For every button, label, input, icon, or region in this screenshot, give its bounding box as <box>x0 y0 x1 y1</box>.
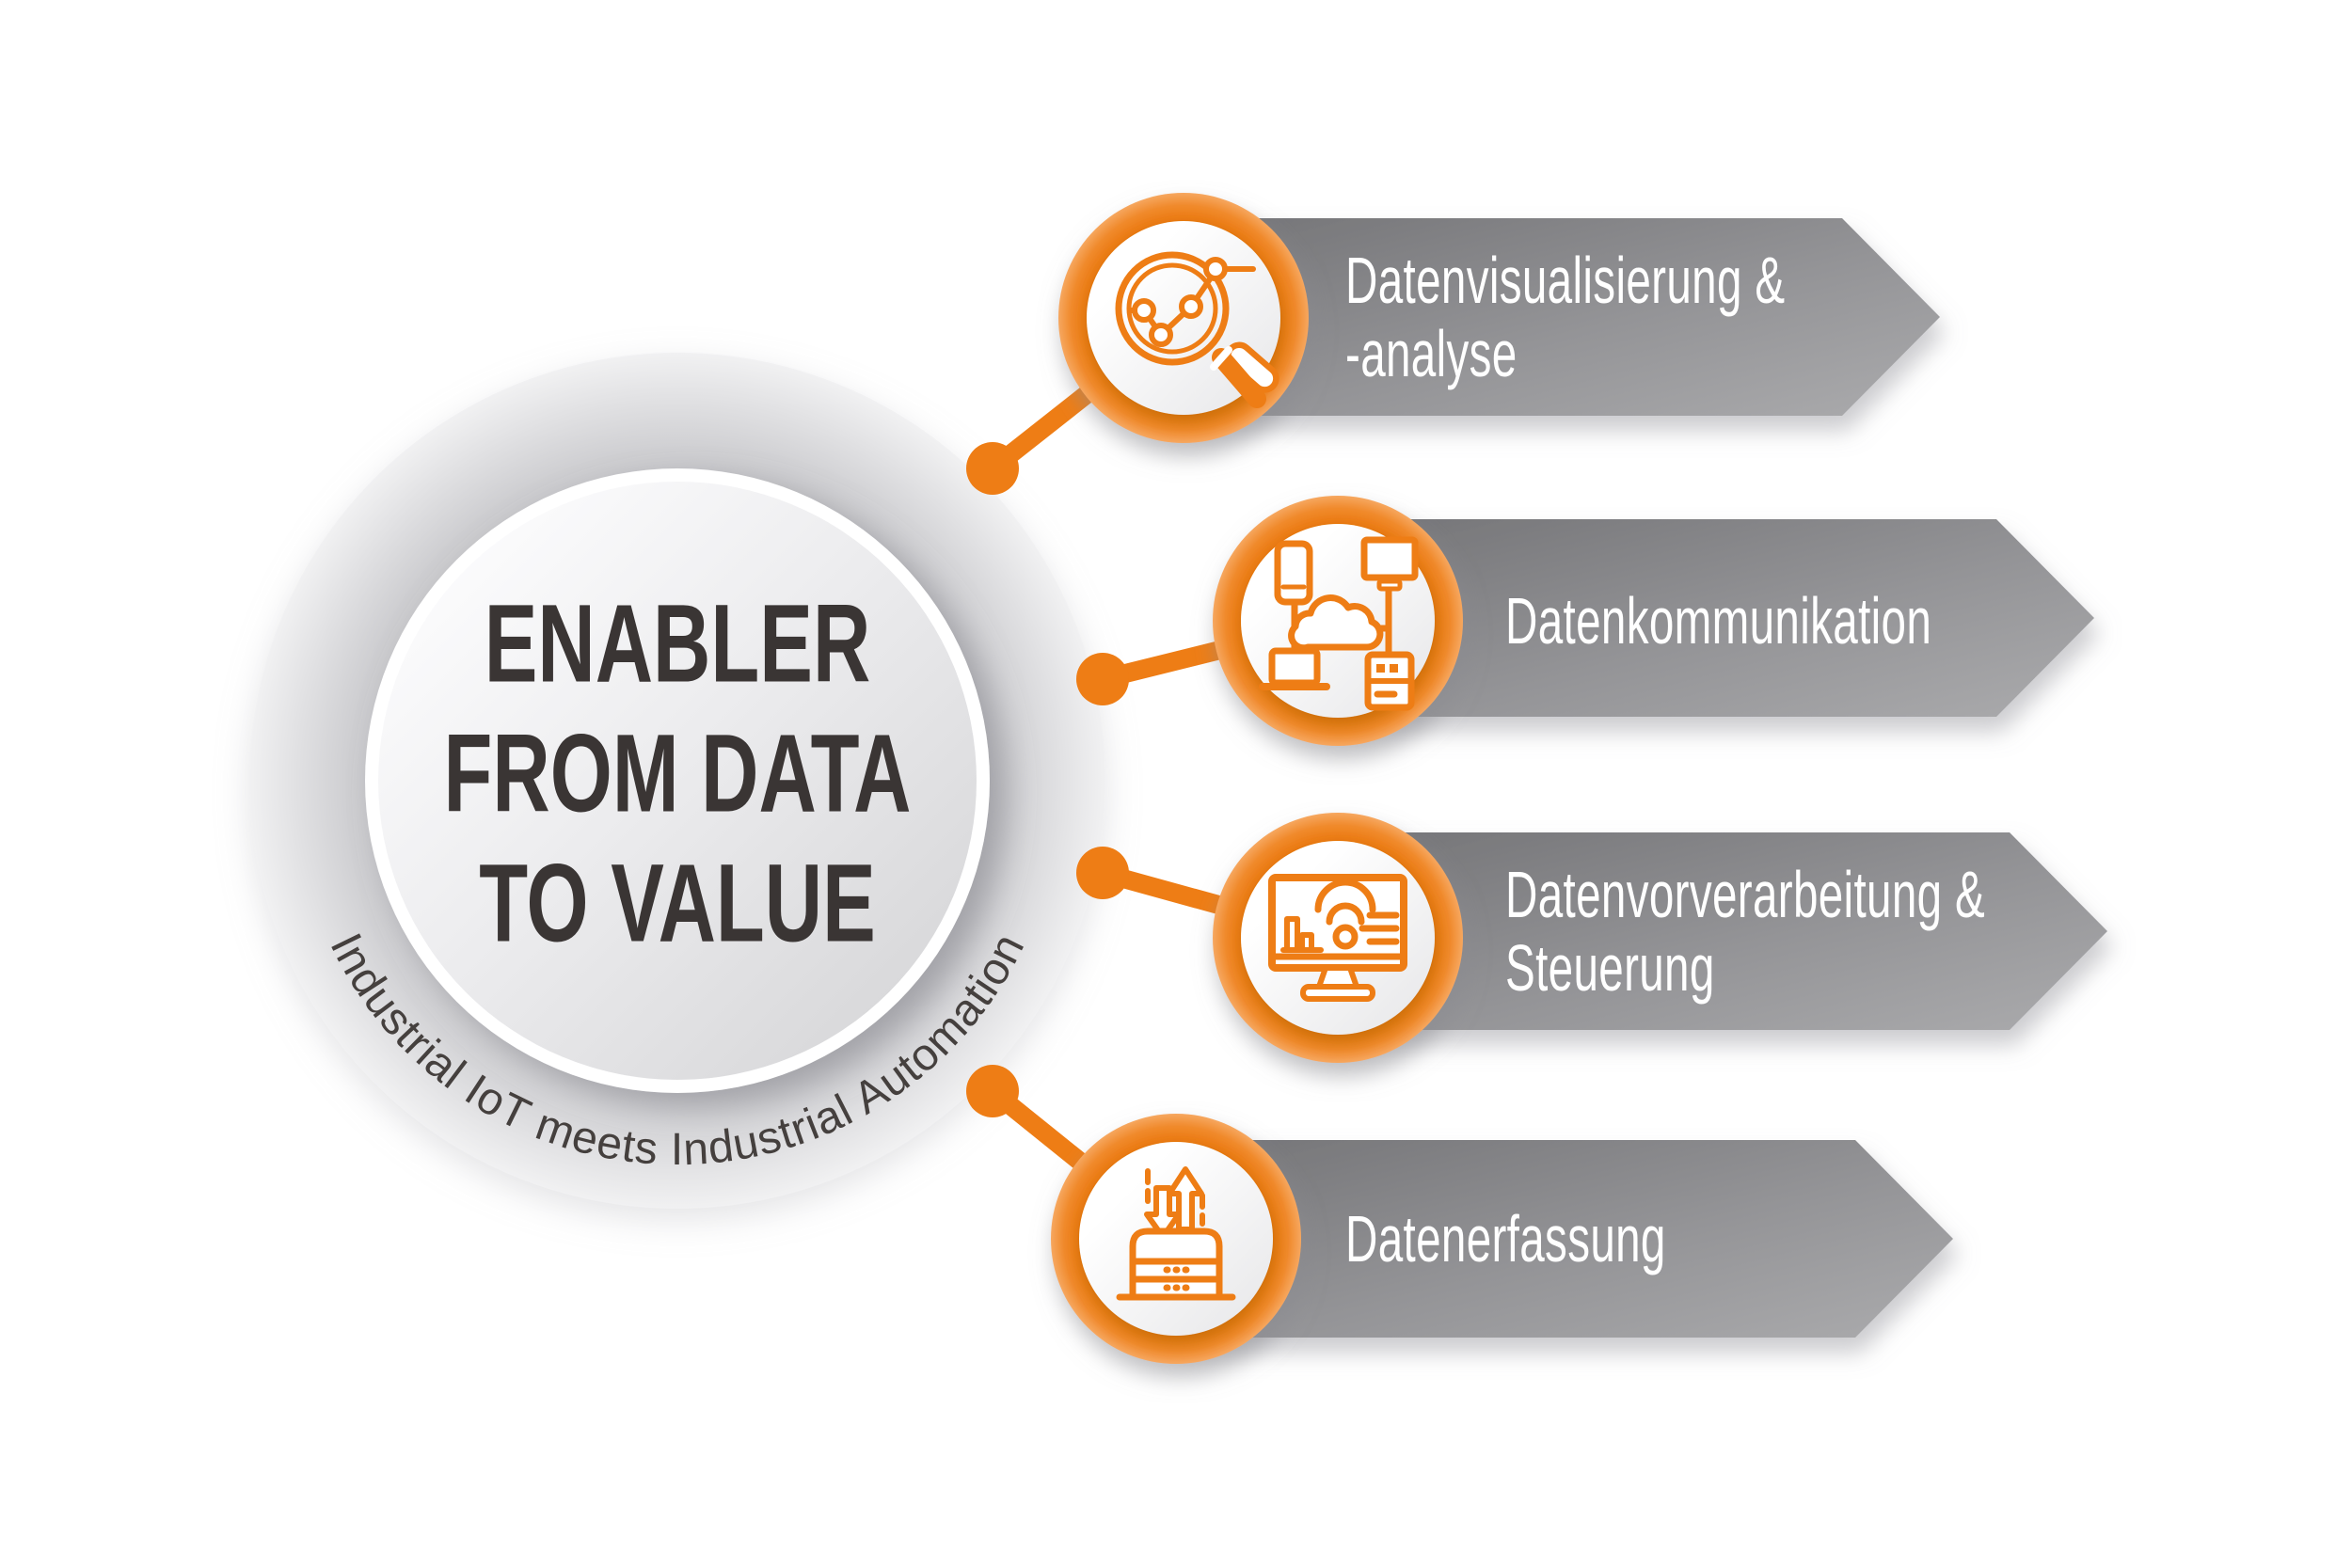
center-title-line-3: TO VALUE <box>479 841 876 965</box>
banner-label-3-line-2: Steuerung <box>1505 931 1715 1005</box>
database-arrows-icon <box>1116 1166 1236 1301</box>
center-title: ENABLER FROM DATA TO VALUE <box>444 581 912 965</box>
banner-label-1-line-2: -analyse <box>1345 317 1518 390</box>
banner-label-3-line-1: Datenvorverarbeitung & <box>1505 858 1985 931</box>
banner-label-4-line-1: Datenerfassung <box>1345 1202 1666 1275</box>
banner-datenkommunikation <box>1338 519 2094 717</box>
banner-datenvorverarbeitung <box>1338 832 2107 1030</box>
connector-dot-4 <box>966 1065 1019 1117</box>
magnifier-chart-icon <box>1115 251 1279 408</box>
banner-label-1-line-1: Datenvisualisierung & <box>1345 244 1785 317</box>
icon-badge-1 <box>1058 193 1309 443</box>
banner-label-2-line-1: Datenkommunikation <box>1505 584 1931 657</box>
monitor-wifi-icon <box>1268 874 1407 1002</box>
banner-group: Datenvisualisierung & -analyse Datenkomm… <box>1173 218 2107 1338</box>
connector-dot-2 <box>1076 653 1129 705</box>
icon-badge-4 <box>1051 1114 1301 1364</box>
connector-dot-1 <box>966 442 1019 495</box>
connector-dots <box>966 442 1129 1117</box>
icon-badge-3 <box>1213 813 1463 1063</box>
inner-disc <box>378 482 977 1080</box>
center-title-line-2: FROM DATA <box>444 711 912 835</box>
banner-datenvisualisierung <box>1184 218 1940 416</box>
banner-datenerfassung <box>1173 1140 1953 1338</box>
icon-badge-2 <box>1213 496 1463 746</box>
connector-dot-3 <box>1076 847 1129 899</box>
center-title-line-1: ENABLER <box>485 581 871 705</box>
big-circle-group: ENABLER FROM DATA TO VALUE Industrial Io… <box>249 353 1105 1209</box>
cloud-network-icon <box>1259 536 1419 711</box>
